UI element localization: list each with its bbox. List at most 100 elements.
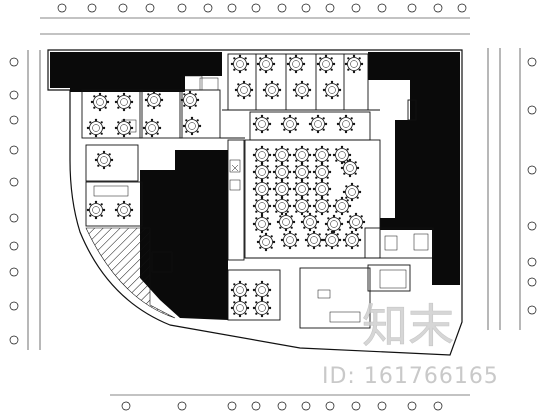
round-table-icon bbox=[308, 114, 328, 134]
round-table-icon bbox=[344, 54, 364, 74]
round-table-icon bbox=[180, 90, 200, 110]
top-axis-bubbles bbox=[57, 3, 467, 13]
axis-bubble-icon bbox=[9, 57, 19, 67]
round-table-icon bbox=[114, 200, 134, 220]
round-table-icon bbox=[252, 162, 272, 182]
round-table-icon bbox=[292, 80, 312, 100]
axis-bubble-icon bbox=[277, 401, 287, 411]
axis-bubble-icon bbox=[433, 3, 443, 13]
axis-bubble-icon bbox=[9, 301, 19, 311]
axis-bubble-icon bbox=[9, 241, 19, 251]
round-table-icon bbox=[114, 92, 134, 112]
axis-bubble-icon bbox=[251, 3, 261, 13]
round-table-icon bbox=[312, 162, 332, 182]
axis-bubble-icon bbox=[57, 3, 67, 13]
axis-bubble-icon bbox=[433, 401, 443, 411]
hatched-area bbox=[85, 227, 176, 319]
round-table-icon bbox=[292, 179, 312, 199]
axis-bubble-icon bbox=[9, 335, 19, 345]
axis-bubble-icon bbox=[87, 3, 97, 13]
round-table-icon bbox=[324, 214, 344, 234]
round-table-icon bbox=[182, 116, 202, 136]
bottom-axis-bubbles bbox=[121, 401, 443, 411]
round-table-icon bbox=[312, 145, 332, 165]
round-table-icon bbox=[272, 196, 292, 216]
round-table-icon bbox=[230, 280, 250, 300]
round-table-icon bbox=[252, 298, 272, 318]
axis-bubble-icon bbox=[9, 213, 19, 223]
axis-bubble-icon bbox=[9, 145, 19, 155]
round-table-icon bbox=[272, 162, 292, 182]
watermark-logo: 知末 bbox=[362, 299, 455, 354]
axis-bubble-icon bbox=[351, 401, 361, 411]
dark-block-north-west bbox=[50, 52, 222, 92]
round-table-icon bbox=[322, 80, 342, 100]
axis-bubble-icon bbox=[118, 3, 128, 13]
axis-bubble-icon bbox=[325, 3, 335, 13]
svg-text:知末: 知末 bbox=[362, 299, 454, 353]
dark-block-center bbox=[140, 150, 228, 320]
axis-bubble-icon bbox=[527, 221, 537, 231]
axis-bubble-icon bbox=[9, 267, 19, 277]
left-axis-bubbles bbox=[9, 57, 19, 345]
axis-bubble-icon bbox=[527, 257, 537, 267]
round-table-icon bbox=[256, 232, 276, 252]
dark-block-east bbox=[368, 52, 460, 285]
axis-bubble-icon bbox=[145, 3, 155, 13]
round-table-icon bbox=[230, 298, 250, 318]
round-table-icon bbox=[340, 158, 360, 178]
round-table-icon bbox=[280, 114, 300, 134]
round-table-icon bbox=[292, 162, 312, 182]
axis-bubble-icon bbox=[301, 401, 311, 411]
round-table-icon bbox=[230, 54, 250, 74]
axis-bubble-icon bbox=[527, 305, 537, 315]
side-dimension-lines bbox=[27, 48, 521, 396]
round-table-icon bbox=[252, 145, 272, 165]
round-table-icon bbox=[332, 196, 352, 216]
top-dimension-lines bbox=[40, 17, 470, 35]
axis-bubble-icon bbox=[527, 165, 537, 175]
axis-bubble-icon bbox=[177, 3, 187, 13]
axis-bubble-icon bbox=[301, 3, 311, 13]
room-details bbox=[93, 75, 429, 323]
axis-bubble-icon bbox=[407, 401, 417, 411]
round-table-icon bbox=[322, 230, 342, 250]
round-table-icon bbox=[142, 118, 162, 138]
round-table-icon bbox=[316, 54, 336, 74]
axis-bubble-icon bbox=[227, 401, 237, 411]
round-table-icon bbox=[286, 54, 306, 74]
round-table-icon bbox=[144, 90, 164, 110]
round-table-icon bbox=[252, 196, 272, 216]
axis-bubble-icon bbox=[251, 401, 261, 411]
round-table-icon bbox=[342, 182, 362, 202]
axis-bubble-icon bbox=[351, 3, 361, 13]
round-table-icon bbox=[346, 212, 366, 232]
round-table-icon bbox=[86, 200, 106, 220]
round-table-icon bbox=[312, 196, 332, 216]
round-table-icon bbox=[272, 179, 292, 199]
round-table-icon bbox=[252, 214, 272, 234]
right-axis-bubbles bbox=[527, 57, 537, 315]
round-table-icon bbox=[280, 230, 300, 250]
axis-bubble-icon bbox=[325, 401, 335, 411]
round-table-icon bbox=[292, 145, 312, 165]
axis-bubble-icon bbox=[377, 401, 387, 411]
round-table-icon bbox=[252, 280, 272, 300]
round-table-icon bbox=[312, 179, 332, 199]
round-table-icon bbox=[276, 212, 296, 232]
axis-bubble-icon bbox=[9, 115, 19, 125]
round-table-icon bbox=[256, 54, 276, 74]
round-table-icon bbox=[86, 118, 106, 138]
axis-bubble-icon bbox=[277, 3, 287, 13]
building-outline bbox=[47, 49, 463, 356]
axis-bubble-icon bbox=[457, 3, 467, 13]
watermark-id-text: ID: 161766165 bbox=[322, 364, 499, 389]
axis-bubble-icon bbox=[527, 57, 537, 67]
round-table-icon bbox=[342, 230, 362, 250]
axis-bubble-icon bbox=[9, 177, 19, 187]
axis-bubble-icon bbox=[407, 3, 417, 13]
axis-bubble-icon bbox=[121, 401, 131, 411]
round-table-icon bbox=[272, 145, 292, 165]
round-table-icon bbox=[292, 196, 312, 216]
axis-bubble-icon bbox=[527, 277, 537, 287]
